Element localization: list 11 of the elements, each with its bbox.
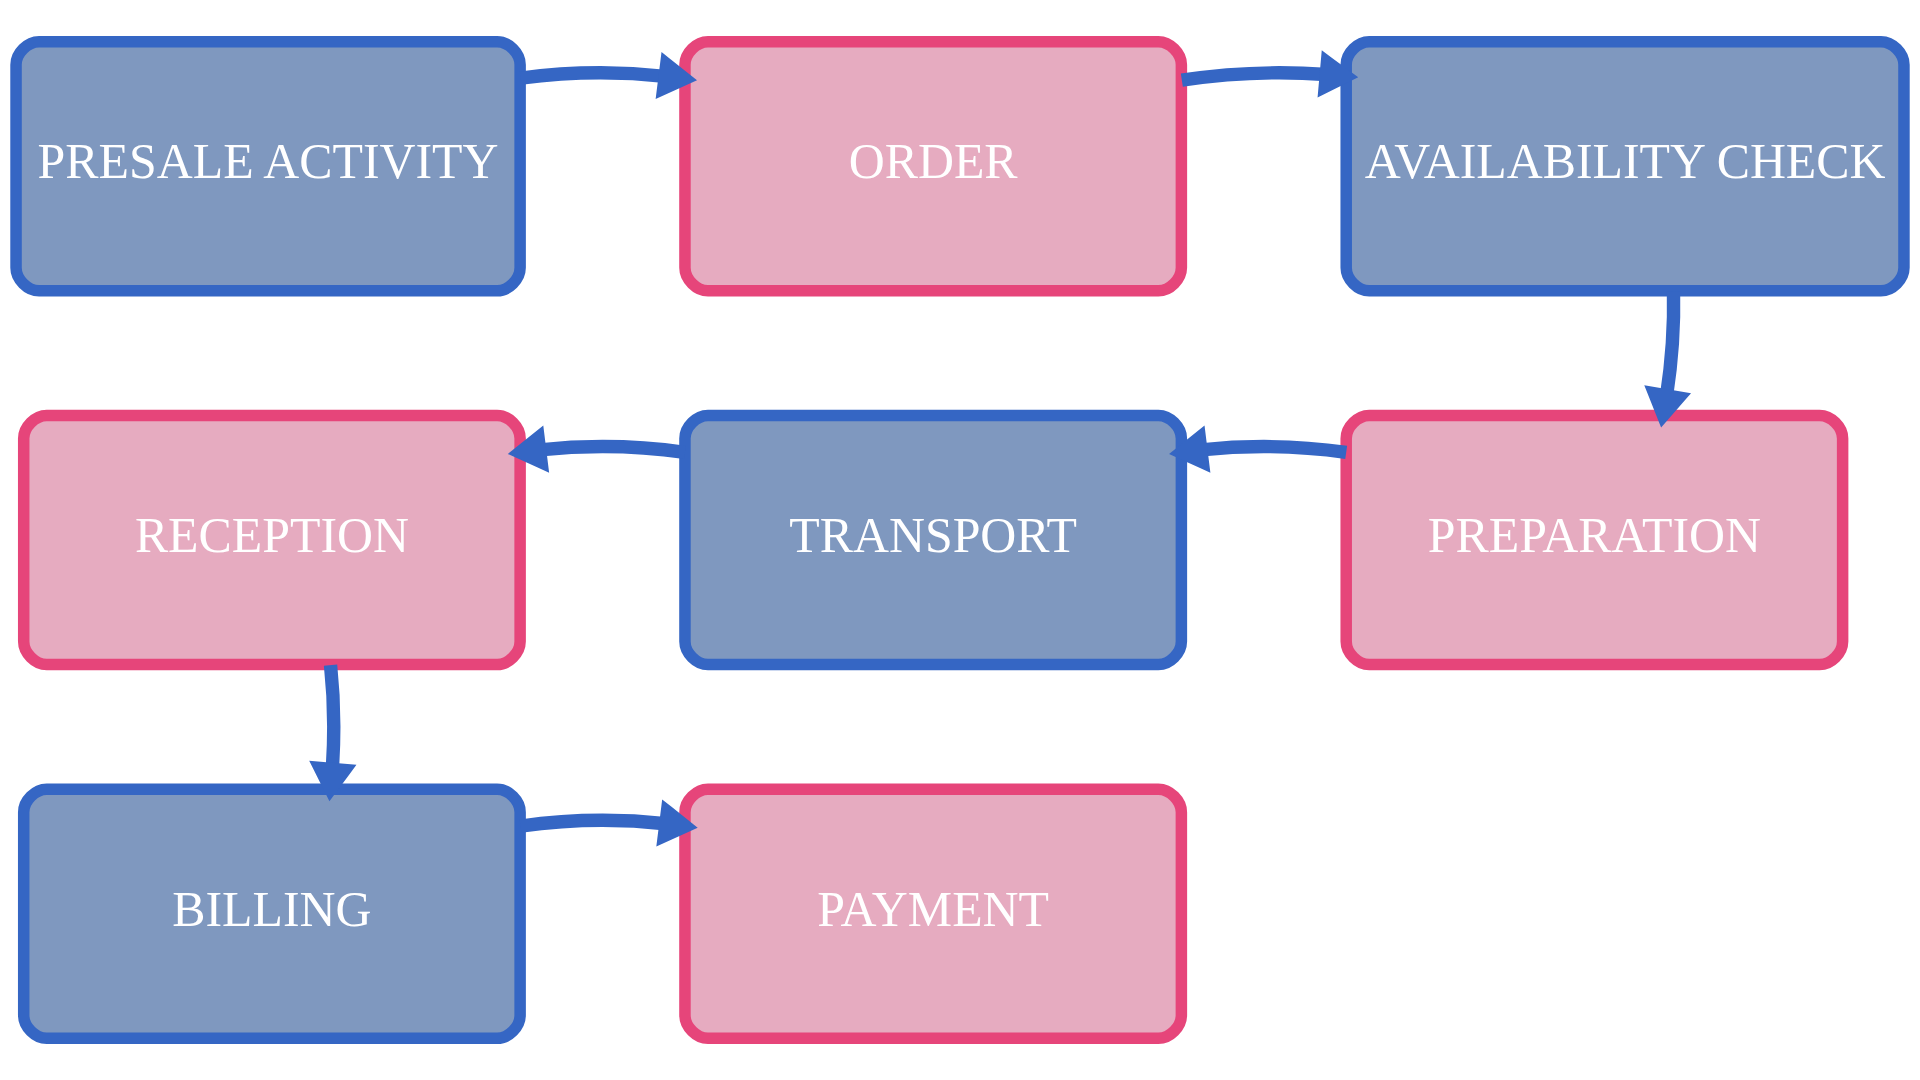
node-box: TRANSPORT <box>679 409 1188 671</box>
node-box: AVAILABILITY CHECK <box>1340 35 1910 297</box>
node-box: PRESALE ACTIVITY <box>10 35 526 297</box>
arrow <box>1169 425 1348 473</box>
arrow <box>309 664 357 802</box>
node-box: PREPARATION <box>1340 409 1849 671</box>
node-box: ORDER <box>679 35 1188 297</box>
arrow <box>1180 50 1359 98</box>
node-box: RECEPTION <box>17 409 526 671</box>
node-box: BILLING <box>17 783 526 1045</box>
node-box: PAYMENT <box>679 783 1188 1045</box>
